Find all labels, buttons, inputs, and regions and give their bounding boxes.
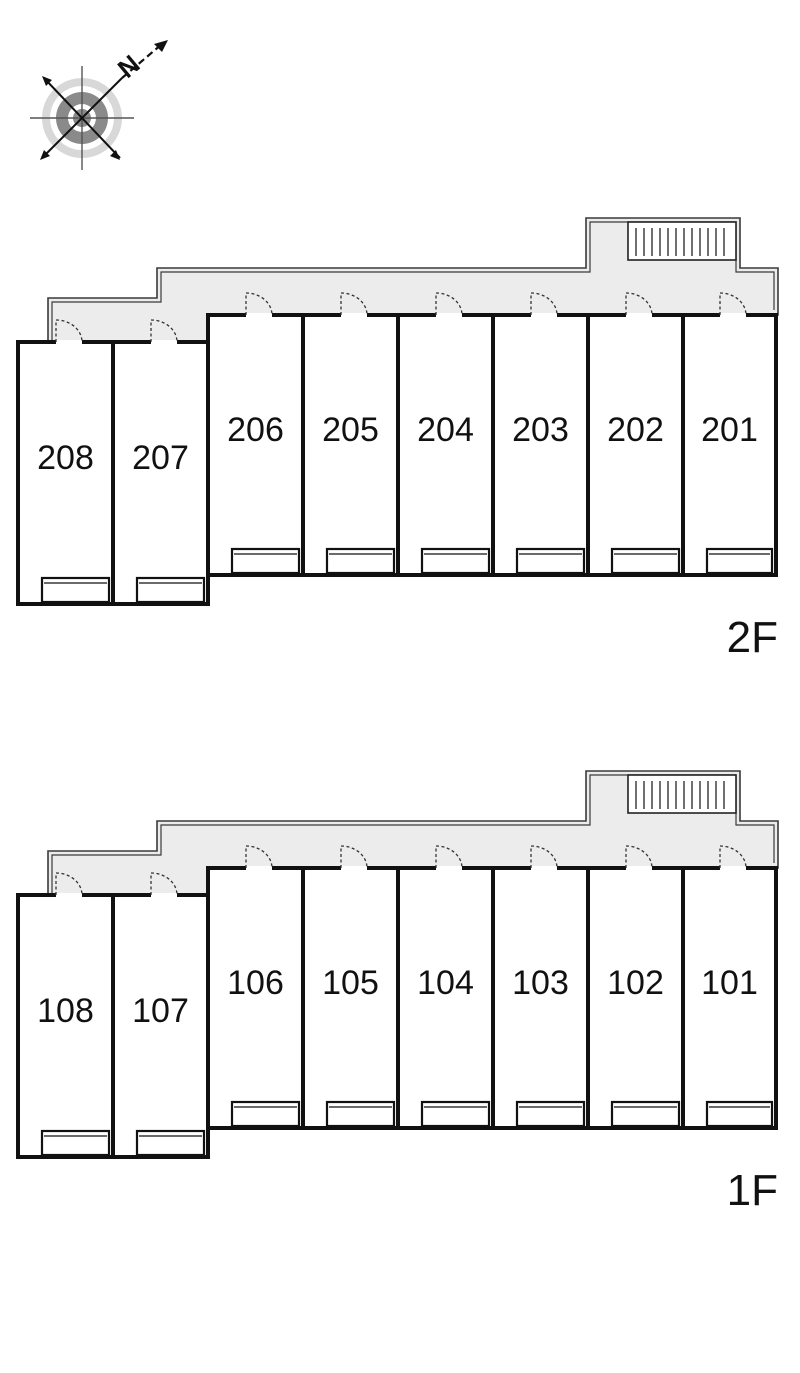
room-number-label: 204 <box>417 411 474 449</box>
compass-rose-icon: N <box>30 40 168 170</box>
room-number-label: 107 <box>132 992 189 1030</box>
room-number-label: 202 <box>607 411 664 449</box>
staircase <box>627 221 737 261</box>
unit-room <box>111 340 210 606</box>
balcony <box>230 1100 301 1128</box>
room-number-label: 208 <box>37 439 94 477</box>
compass-diag-line-2 <box>43 77 121 159</box>
balcony <box>515 547 586 575</box>
balcony <box>230 547 301 575</box>
floor-2f-plan: 208 207 206 205 204 203 202 201 <box>16 217 779 606</box>
room-number-label: 205 <box>322 411 379 449</box>
entry-door-icon <box>719 292 747 316</box>
room-number-label: 106 <box>227 964 284 1002</box>
room-number-label: 103 <box>512 964 569 1002</box>
north-arrow-shaft <box>121 43 163 79</box>
entry-door-icon <box>340 292 368 316</box>
room-number-label: 101 <box>701 964 758 1002</box>
balcony <box>325 547 396 575</box>
unit-room <box>586 313 685 577</box>
entry-door-icon <box>530 292 558 316</box>
entry-door-icon <box>435 292 463 316</box>
compass-arrowhead-sw <box>40 150 50 160</box>
entry-door-icon <box>435 845 463 869</box>
unit-room <box>396 313 495 577</box>
entry-door-icon <box>625 292 653 316</box>
compass-arrowhead-se <box>110 150 120 160</box>
entry-door-icon <box>55 872 83 896</box>
unit-room <box>16 893 115 1159</box>
unit-room <box>206 866 305 1130</box>
unit-room <box>681 866 778 1130</box>
balcony <box>420 1100 491 1128</box>
floor-1f-plan: 108 107 106 105 104 103 102 101 <box>16 770 779 1159</box>
balcony <box>610 547 681 575</box>
room-number-label: 203 <box>512 411 569 449</box>
entry-door-icon <box>150 872 178 896</box>
balcony <box>705 547 774 575</box>
corridor-inner-line <box>51 221 775 342</box>
room-number-label: 104 <box>417 964 474 1002</box>
entry-door-icon <box>530 845 558 869</box>
room-number-label: 105 <box>322 964 379 1002</box>
balcony <box>325 1100 396 1128</box>
entry-door-icon <box>55 319 83 343</box>
room-number-label: 108 <box>37 992 94 1030</box>
balcony <box>705 1100 774 1128</box>
entry-door-icon <box>719 845 747 869</box>
entry-door-icon <box>245 292 273 316</box>
unit-room <box>206 313 305 577</box>
balcony <box>40 576 111 604</box>
floor-label: 1F <box>727 1166 778 1215</box>
room-number-label: 201 <box>701 411 758 449</box>
north-arrow-icon <box>154 40 168 52</box>
unit-room <box>396 866 495 1130</box>
balcony <box>135 576 206 604</box>
balcony <box>40 1129 111 1157</box>
room-number-label: 102 <box>607 964 664 1002</box>
balcony <box>610 1100 681 1128</box>
room-number-label: 206 <box>227 411 284 449</box>
balcony <box>135 1129 206 1157</box>
entry-door-icon <box>625 845 653 869</box>
floor-label: 2F <box>727 613 778 662</box>
unit-room <box>681 313 778 577</box>
compass-north-label: N <box>112 49 146 84</box>
staircase <box>627 774 737 814</box>
compass-arrowhead-nw <box>42 76 52 86</box>
room-number-label: 207 <box>132 439 189 477</box>
unit-room <box>586 866 685 1130</box>
entry-door-icon <box>150 319 178 343</box>
balcony <box>515 1100 586 1128</box>
corridor-inner-line <box>51 774 775 895</box>
entry-door-icon <box>245 845 273 869</box>
balcony <box>420 547 491 575</box>
entry-door-icon <box>340 845 368 869</box>
